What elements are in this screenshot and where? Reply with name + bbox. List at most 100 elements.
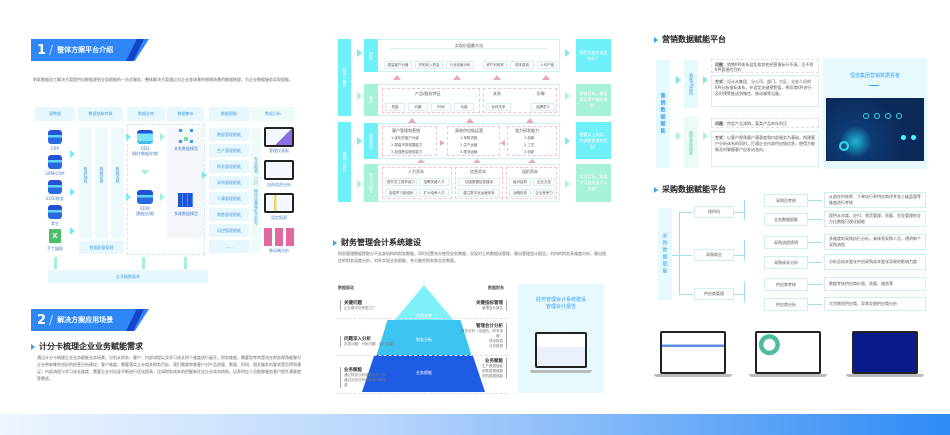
edw-db-icon <box>137 190 153 204</box>
quality-box: 数据质量管理 <box>79 241 124 254</box>
analysis-label: 管理仪表板 <box>269 148 289 153</box>
item-title: 关键指标管理 <box>476 301 503 306</box>
tree-line <box>808 304 822 305</box>
tree-line <box>679 212 680 294</box>
arrow-right-icon <box>357 137 362 145</box>
process-group <box>447 126 500 156</box>
learning-item: 招聘关键人才 <box>419 178 449 186</box>
arrow-right-icon <box>160 193 165 201</box>
separator <box>338 393 508 394</box>
group-item: 2.生产运营 <box>460 143 478 147</box>
tree-line <box>808 242 822 243</box>
finance-panel-title: 财务管理会计系统建设 管理会计报告 <box>535 297 586 310</box>
group-item: 2.工艺 <box>524 143 535 147</box>
pyramid-label: 决策支撑 <box>416 313 432 318</box>
title-underline <box>869 85 879 86</box>
left-item: 业务赋能 通过财务分析观察业务分析 通过业务分析观察到问题根源 <box>340 367 388 388</box>
learning-item: 企业竞争力 <box>533 189 555 197</box>
customer-item: 品牌意义 <box>531 103 555 111</box>
report-laptop <box>852 331 918 374</box>
learning-item: 企业文化 <box>533 178 555 186</box>
group-title: 高效供应链运营 <box>455 128 483 133</box>
problem-text: 销售KPI体系混乱和其他经营指标分不清，达不到KPI管理的目的 <box>715 62 814 72</box>
subtitle-text: 计分卡梳理企业业务赋能需求 <box>39 342 143 351</box>
arrow-right-icon <box>160 133 165 141</box>
tree-line <box>679 294 693 295</box>
enable-item: 数据管理赋能 <box>209 128 249 141</box>
report-laptop <box>660 331 726 374</box>
customer-item: 质量 <box>385 103 405 111</box>
item-desc: 企业数字化转型之广 <box>344 306 376 310</box>
mobile-icon <box>264 228 294 246</box>
item-title: 业务赋能 <box>485 359 503 364</box>
right-item: 关键指标管理 管理会计报告 <box>462 300 507 311</box>
procurement-l3: 提供从年度、应付、到货管理、质量、资金管理的全方位数据可视化赋能 <box>824 211 926 227</box>
arrow-up-icon <box>466 118 474 123</box>
source-label: EOS/财务 <box>46 196 64 201</box>
analysis-label: 固定报表 <box>271 215 287 220</box>
right-item: 管理会计分析 财务分析（全面的、财务深度） 成本报表 业务报表 <box>455 323 507 349</box>
group-title: 信息资本 <box>470 169 486 174</box>
section1-intro: 帆软数据化工解决方案提供自数据源到业务赋能的一站式服务，整体解决方案通过对企业各… <box>33 77 293 82</box>
enable-item: 财务管理赋能 <box>209 160 249 173</box>
learning-group <box>382 167 452 199</box>
process-group <box>382 126 437 156</box>
source-label: 手工填报 <box>47 246 63 251</box>
customer-item: 伙伴关系 <box>486 103 511 111</box>
col-header-source: 源数据 <box>35 107 75 121</box>
arrow-right-icon <box>565 49 570 57</box>
publish-label: 专业报表、门户、移动设备等形式发布 <box>251 128 261 254</box>
section-number: 1 <box>37 42 47 58</box>
finance-tag: 财务 <box>364 39 378 72</box>
analysis-label: 自由组合分析 <box>267 182 291 187</box>
arrow-right-icon <box>70 227 75 235</box>
finance-item: 提高客户价值 <box>384 61 412 69</box>
enable-item: 销售管理赋能 <box>209 208 249 221</box>
etl-label: 数据转换 <box>99 167 105 183</box>
finance-report-laptop <box>535 332 587 368</box>
group-title: 关系 <box>493 91 501 96</box>
procurement-subtitle: 采购数据赋能平台 <box>654 184 726 195</box>
connector <box>390 48 547 49</box>
group-title: 产品/服务特征 <box>415 91 441 96</box>
analysis-label: 移动端分析 <box>269 248 289 253</box>
learning-item: 提升员工操作能力 <box>385 178 417 186</box>
pyramid-bottom <box>362 355 485 392</box>
arrow-up-icon <box>453 75 461 80</box>
subtitle-text: 营销数据赋能平台 <box>662 35 726 44</box>
foundation-bar: 企业级数据库 <box>48 270 208 283</box>
finance-subtitle: 财务管理会计系统建设 <box>333 237 421 248</box>
bullet-triangle-icon <box>333 239 337 246</box>
relational-model-icon <box>179 129 193 143</box>
excel-icon: X <box>49 229 61 243</box>
finance-item: 人均产值 <box>537 61 557 69</box>
group-item: 1.优化的客户分级 <box>391 136 419 140</box>
section-number: 2 <box>37 312 47 328</box>
laptop-base <box>846 374 924 377</box>
divider: / <box>49 43 54 57</box>
tree-line <box>808 219 822 220</box>
dashboard-title: 恒逸集团营销数据看板 <box>849 73 900 79</box>
bullet-triangle-icon <box>654 36 658 43</box>
section2-header: 2 / 解决方案应用场景 <box>31 309 149 331</box>
customer-tag: 客户 <box>364 84 378 116</box>
tree-line <box>672 255 692 256</box>
separator <box>338 355 508 356</box>
enable-item: 采购管理赋能 <box>209 176 249 189</box>
arrow-updown-icon <box>142 257 145 269</box>
tree-line <box>808 284 822 285</box>
pyramid-label: 业务赋能 <box>416 370 432 375</box>
col-header-mart: 数据集市 <box>167 107 204 121</box>
laptop-base <box>530 370 592 373</box>
procurement-l3: 从前在时效率、下单执行率供应商评并发三级监管等维度进行考核 <box>824 192 926 208</box>
arrow-right-icon <box>126 133 131 141</box>
tree-line <box>744 282 745 302</box>
group-title: 客户管理和营销 <box>392 128 420 133</box>
etl-col <box>95 128 108 238</box>
learning-item: 战略检查 <box>509 189 531 197</box>
group-title: 组织资本 <box>522 169 538 174</box>
method-text: 以客户视角客户满意度和内部服务为基础，构建客户分析体系的同时，打通企业内部供应链… <box>715 135 815 152</box>
group-item: 1.采购流程 <box>460 136 478 140</box>
col-header-analysis: 数据分析 <box>251 107 295 121</box>
procurement-l3: 分析总成本变化中由采购成本变化导致的影响力度 <box>824 254 926 270</box>
